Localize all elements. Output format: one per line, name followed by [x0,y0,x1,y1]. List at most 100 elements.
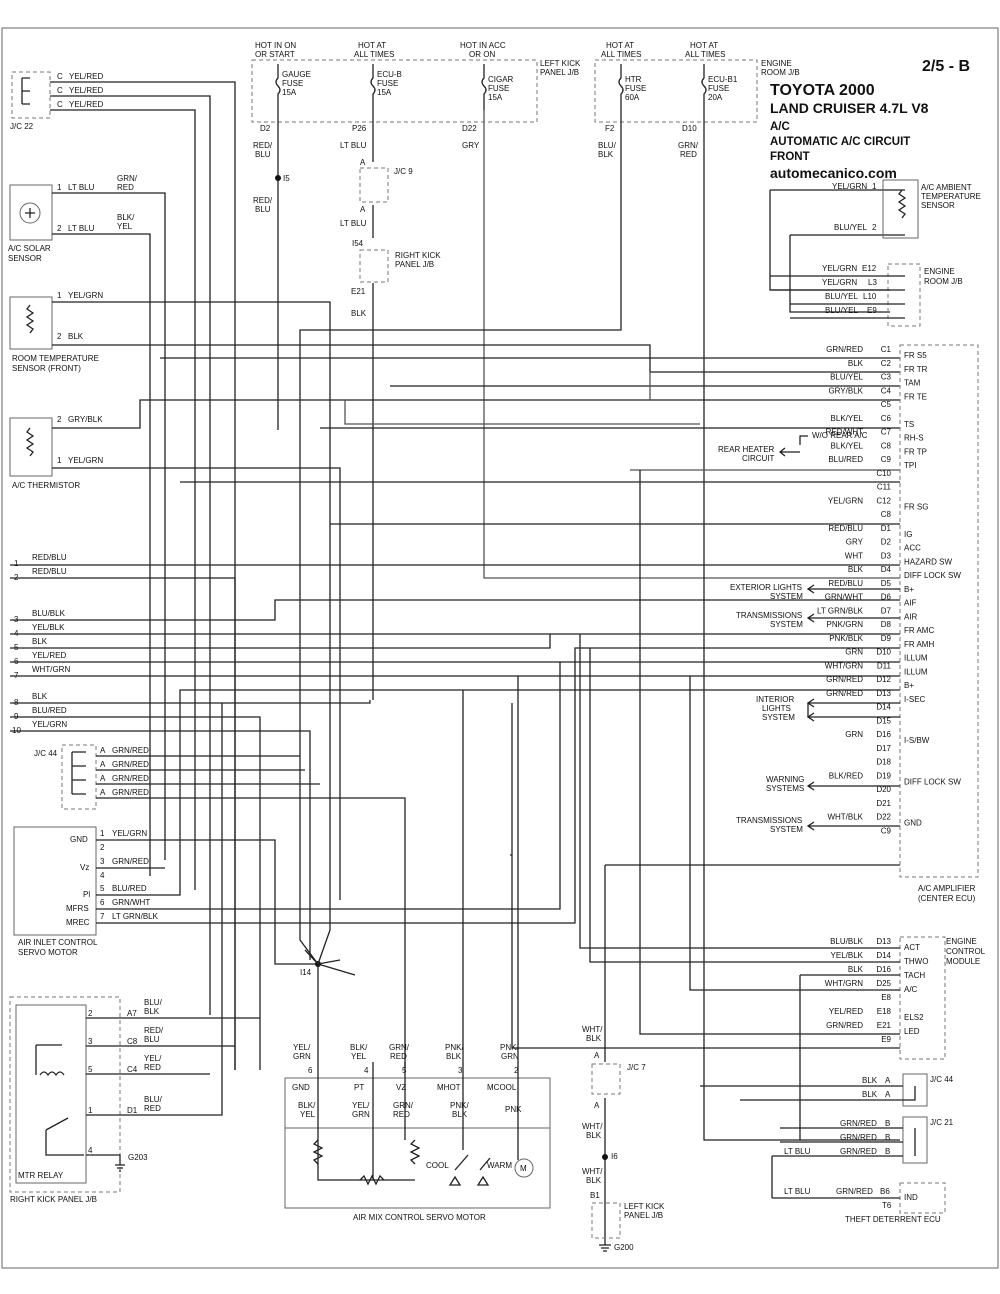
air-mix-resistor-icon [312,1139,421,1186]
amp-wire-6: RED/WHT [826,428,863,437]
ecm-name-1: THWO [904,957,928,966]
jc21-left: LT BLU [784,1147,811,1156]
lkp-ground-1: LEFT KICK [624,1202,665,1211]
lkp-ground-2: PANEL J/B [624,1211,663,1220]
ecub-terminal: P26 [352,124,367,133]
gauge-fuse-2: FUSE [282,79,303,88]
amp-pin-0: C1 [881,345,892,354]
jc44r-pin-2: A [885,1090,891,1099]
amp-name-23: ILLUM [904,667,928,676]
rear-arrow-icon [778,435,808,457]
engine-room-rows: YEL/GRN E12 YEL/GRN L3 BLU/YEL L10 BLU/Y… [822,264,877,315]
amp-pin-23: D11 [877,661,892,670]
ecub1-fuse-2: FUSE [708,84,729,93]
left-line-n-9: 9 [14,712,19,721]
amp-pin-32: D20 [876,785,891,794]
ai-name-3: Vz [80,863,89,872]
gc-wire2-a: WHT/ [582,1122,603,1131]
relay-coil-icon [35,1044,65,1077]
theft-wire: GRN/RED [836,1187,873,1196]
amp-name-19: AIR [904,612,918,621]
motor-icon [514,1158,534,1178]
am-name-mhot: MHOT [437,1083,461,1092]
ai-wire-7: LT GRN/BLK [112,912,159,921]
erjb-pin-2: L3 [868,278,877,287]
jc44l-pin-2: A [100,760,106,769]
solar-out-2b: YEL [117,222,133,231]
system-line: A/C [770,121,790,133]
cigar-supply-1: HOT IN ACC [460,41,506,50]
ambient-pin-2: 2 [872,223,877,232]
engine-room-fuse-box [594,59,758,123]
jc44-right-wires [700,1085,916,1101]
wire-engine-room [769,189,905,313]
am-wire-2a: BLK/ [350,1043,368,1052]
therm-wire-2: GRY/BLK [68,415,103,424]
solar-out-1b: RED [117,183,134,192]
amp-pin-27: D15 [876,716,891,725]
gauge-wire-1: RED/ [253,141,273,150]
wire-fr-tr [344,400,700,425]
ecm-name-6: LED [904,1027,920,1036]
jc22-wire-1: YEL/RED [69,72,103,81]
mtr-conn-a7: A7 [127,1009,137,1018]
amp-name-2: TAM [904,379,921,388]
jc44l-pin-1: A [100,746,106,755]
left-line-w-4: YEL/BLK [32,623,65,632]
air-mix-label: AIR MIX CONTROL SERVO MOTOR [353,1213,486,1222]
g203-label: G203 [128,1153,148,1162]
rkp-label-1: RIGHT KICK [395,251,441,260]
am-wire-5a: PNK/ [500,1043,519,1052]
page-ref: 2/5 - B [922,58,970,75]
wo-rear-label: W/O REAR A/C [812,431,868,440]
motor-label: M [520,1164,527,1173]
air-inlet-label-1: AIR INLET CONTROL [18,938,98,947]
cigar-fuse-3: 15A [488,93,503,102]
ambient-sensor-box [882,179,919,239]
model-line: LAND CRUISER 4.7L V8 [770,100,929,116]
am-inner-2a: YEL/ [352,1101,370,1110]
amp-pin-22: D10 [876,648,891,657]
jc21-pin-2: B [885,1133,890,1142]
jc44-left-bus [71,751,86,795]
ecm-name-3: A/C [904,985,918,994]
ai-name-1: GND [70,835,88,844]
amp-wire-23: WHT/GRN [825,661,863,670]
theft-pin-b6: B6 [880,1187,890,1196]
mtr-pin-3: 3 [88,1037,93,1046]
jc44l-pin-4: A [100,788,106,797]
mtr-pin-1: 1 [88,1106,93,1115]
solar-out-2a: BLK/ [117,213,135,222]
amp-wire-3: GRY/BLK [828,386,863,395]
ecm-pin-1: D14 [876,951,891,960]
am-wire-4b: BLK [446,1052,462,1061]
trans1-1: TRANSMISSIONS [736,611,802,620]
solar-wire-1: LT BLU [68,183,95,192]
ambient-wire-2: BLU/YEL [834,223,867,232]
cool-label: COOL [426,1161,449,1170]
ai-pin-2: 2 [100,843,105,852]
thermistor-wires [52,399,900,900]
warning-1: WARNING [766,775,804,784]
ecub1-wire-1: GRN/ [678,141,699,150]
ecm-wire-2: BLK [848,965,864,974]
rear-heater-1: REAR HEATER [718,445,775,454]
room-pin-1: 1 [57,291,62,300]
ecm-pin-4: E8 [881,993,891,1002]
amp-wire-19: LT GRN/BLK [817,606,864,615]
ecub1-fuse-icon [701,64,707,110]
amp-name-15: HAZARD SW [904,557,952,566]
jc44-left-wires [96,755,406,1068]
jc9-a-bottom: A [360,205,366,214]
rkp-jb-box [359,249,389,283]
amp-wire-20: PNK/GRN [827,620,864,629]
amp-name-20: FR AMC [904,626,934,635]
ecub1-fuse-3: 20A [708,93,723,102]
gc-a1: A [594,1051,600,1060]
warm-label: WARM [487,1161,512,1170]
e21-wire: BLK [351,309,367,318]
trans2-1: TRANSMISSIONS [736,816,802,825]
htr-wire-1: BLU/ [598,141,617,150]
amp-pin-13: D1 [881,524,892,533]
amp-label-2: (CENTER ECU) [918,894,976,903]
